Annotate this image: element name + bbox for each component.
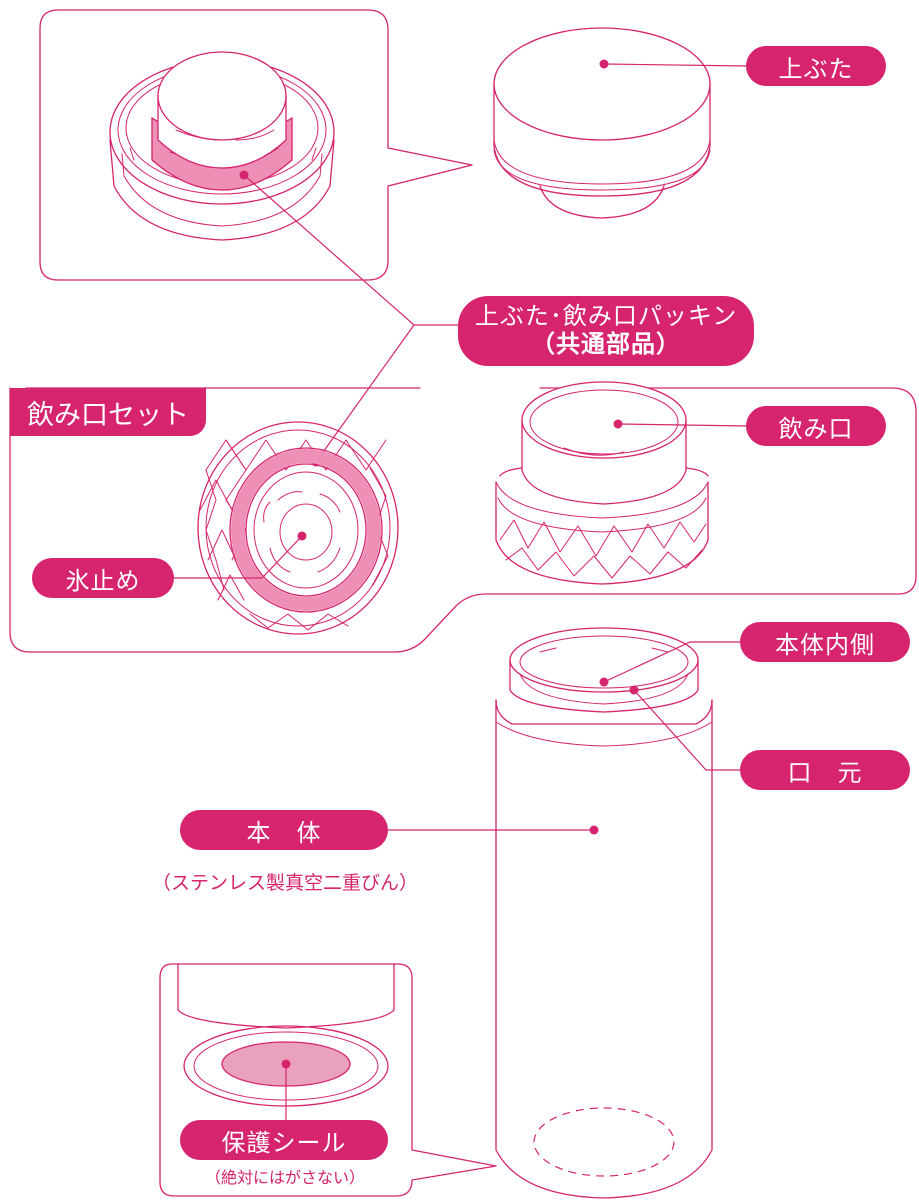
gasket-leaders xyxy=(239,170,460,467)
label-gasket-line2: （共通部品） xyxy=(531,330,681,358)
label-top-lid: 上ぶた xyxy=(746,46,886,86)
bottle-body-drawing xyxy=(388,627,744,1199)
label-drinking-set: 飲み口セット xyxy=(10,388,206,436)
top-lid-drawing xyxy=(493,27,747,219)
label-mouth: 口 元 xyxy=(740,750,910,790)
spout-set-drawing xyxy=(170,421,399,635)
label-gasket-line1: 上ぶた･飲み口パッキン xyxy=(474,302,738,331)
lid-detail-callout xyxy=(39,9,473,281)
label-ice-stopper: 氷止め xyxy=(32,558,174,598)
note-seal: （絶対にはがさない） xyxy=(204,1168,365,1187)
label-spout: 飲み口 xyxy=(746,406,886,446)
spout-drawing xyxy=(495,381,749,585)
note-body: （ステンレス製真空二重びん） xyxy=(151,872,418,894)
bottom-detail-callout xyxy=(159,963,497,1197)
label-body-inside: 本体内側 xyxy=(740,622,910,662)
label-body: 本 体 xyxy=(180,810,388,850)
label-protect-seal: 保護シール xyxy=(180,1120,388,1160)
label-gasket: 上ぶた･飲み口パッキン （共通部品） xyxy=(458,296,754,366)
